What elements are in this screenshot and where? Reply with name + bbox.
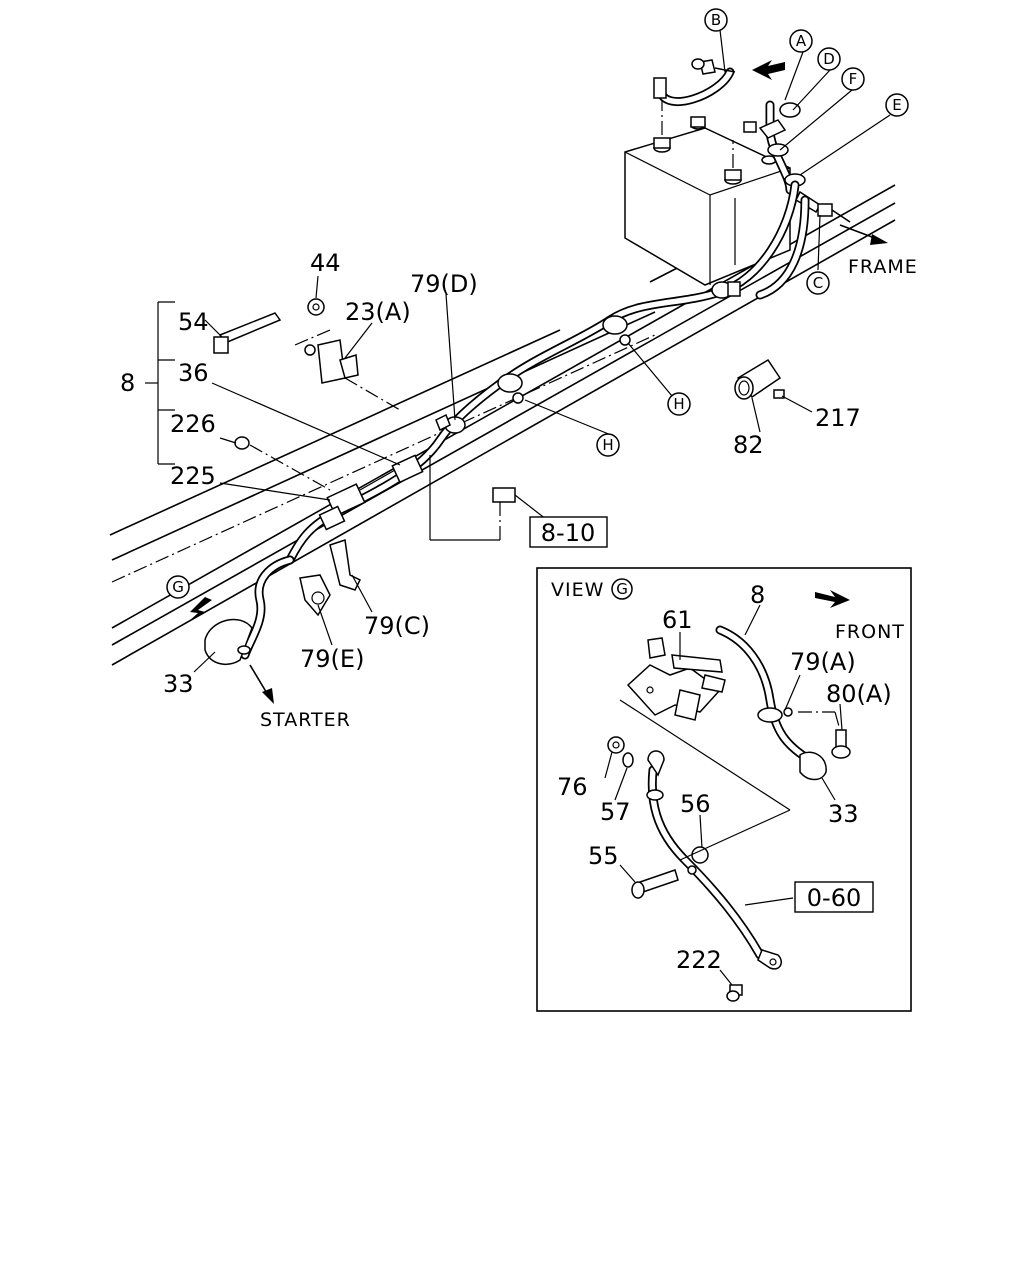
part-82-boot: [734, 358, 782, 400]
callout-217: 217: [815, 404, 861, 432]
callout-44: 44: [310, 249, 341, 277]
callout-226: 226: [170, 410, 216, 438]
reference-box-8-10: 8-10: [529, 516, 608, 548]
part-23a-bracket: [294, 329, 401, 411]
part-76-nut: [607, 736, 625, 754]
part-55-bolt: [631, 869, 679, 899]
circle-letter-h-lower: H: [596, 433, 620, 457]
view-ground-cable: [646, 750, 782, 970]
view-g-direction-arrow: [188, 597, 212, 622]
svg-text:F: F: [849, 70, 858, 88]
svg-text:H: H: [673, 395, 684, 413]
circle-letter-b: B: [704, 8, 728, 32]
starter-label: STARTER: [260, 709, 351, 731]
svg-text:B: B: [711, 11, 721, 29]
circle-letter-f: F: [841, 67, 865, 91]
callout-33: 33: [163, 670, 194, 698]
svg-text:E: E: [892, 96, 901, 114]
view-callout-61: 61: [662, 606, 693, 634]
svg-text:C: C: [813, 274, 823, 292]
frame-label: FRAME: [848, 256, 918, 278]
starter-direction-arrow: [249, 664, 274, 704]
battery-direction-arrow: [752, 60, 785, 80]
callout-79d: 79(D): [410, 270, 478, 298]
view-cable-8: [715, 625, 827, 781]
view-callout-76: 76: [557, 773, 588, 801]
circle-letter-g-view: G: [611, 578, 633, 600]
callout-79e: 79(E): [300, 645, 364, 673]
view-g-inset: VIEW G FRONT: [536, 567, 912, 1012]
svg-text:H: H: [602, 436, 613, 454]
reference-box-0-60: 0-60: [794, 881, 874, 913]
part-33-boot: [204, 618, 253, 666]
front-label: FRONT: [835, 621, 905, 643]
part-61-bracket: [626, 637, 726, 721]
circle-letter-h-upper: H: [667, 392, 691, 416]
callout-225: 225: [170, 462, 216, 490]
part-80a-bolt: [831, 729, 851, 759]
svg-text:D: D: [823, 50, 835, 68]
svg-text:G: G: [616, 580, 628, 598]
part-54-terminal: [213, 312, 282, 354]
svg-text:A: A: [796, 32, 807, 50]
circle-letter-c: C: [806, 271, 830, 295]
callout-36: 36: [178, 359, 209, 387]
battery: [624, 95, 791, 286]
view-callout-8: 8: [750, 581, 765, 609]
svg-text:G: G: [172, 578, 184, 596]
view-callout-80a: 80(A): [826, 680, 892, 708]
part-222-screw: [726, 984, 743, 1002]
part-57-washer: [622, 752, 634, 768]
callout-79c: 79(C): [364, 612, 430, 640]
view-callout-79a: 79(A): [790, 648, 856, 676]
callout-54: 54: [178, 308, 209, 336]
circle-letter-d: D: [817, 47, 841, 71]
connector-8-10: [492, 487, 516, 503]
part-226-nut: [234, 436, 331, 491]
view-title: VIEW: [551, 579, 604, 601]
circle-letter-a: A: [789, 29, 813, 53]
callout-8: 8: [120, 369, 135, 397]
front-direction-arrow: [815, 590, 850, 608]
view-callout-56: 56: [680, 790, 711, 818]
callout-23a: 23(A): [345, 298, 411, 326]
svg-text:8-10: 8-10: [541, 519, 595, 547]
view-callout-57: 57: [600, 798, 631, 826]
part-44-nut: [307, 298, 325, 316]
view-callout-222: 222: [676, 946, 722, 974]
part-79e-clip: [299, 574, 331, 617]
part-217-screw: [773, 389, 785, 399]
svg-text:0-60: 0-60: [807, 884, 861, 912]
circle-letter-g: G: [166, 575, 190, 599]
connector-assembly: [318, 454, 424, 531]
view-callout-33: 33: [828, 800, 859, 828]
battery-jumper-cable: [653, 58, 736, 106]
harness-clips: [435, 281, 741, 434]
frame-direction-arrow: [839, 224, 888, 245]
callout-82: 82: [733, 431, 764, 459]
view-callout-55: 55: [588, 842, 619, 870]
circle-letter-e: E: [885, 93, 909, 117]
